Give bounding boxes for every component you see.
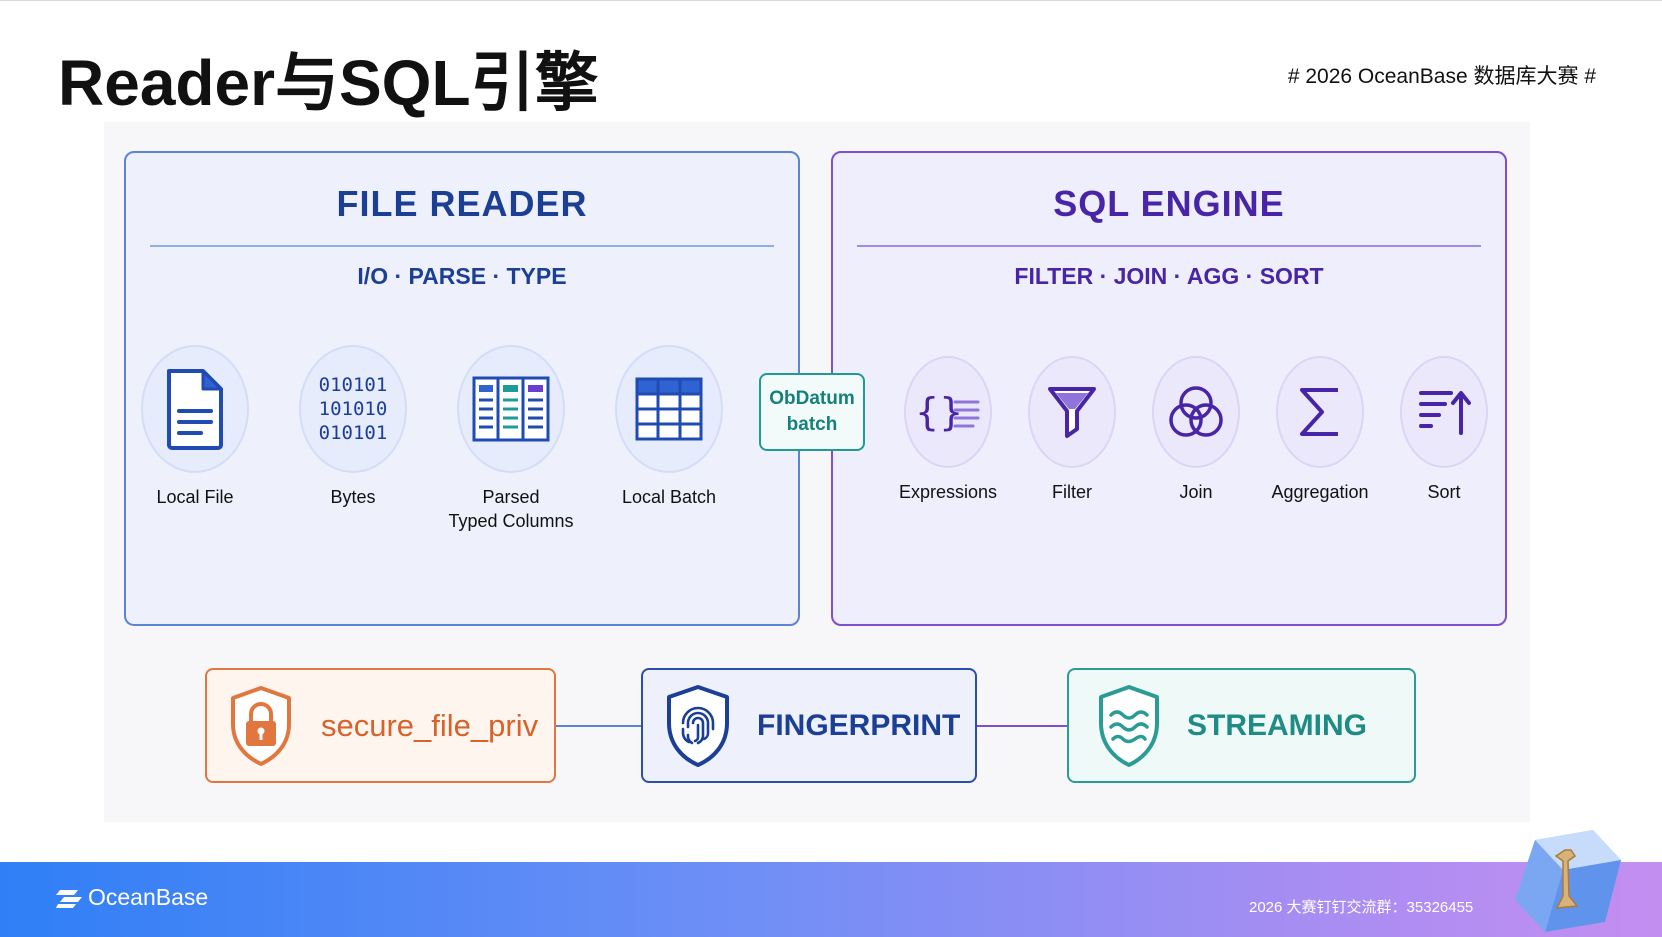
top-rule: [0, 0, 1662, 1]
filter-node: [1028, 356, 1116, 468]
table-grid-icon: [635, 377, 703, 441]
expressions-node: {}: [904, 356, 992, 468]
columns-icon: [472, 376, 550, 442]
obdatum-batch-box: ObDatum batch: [759, 373, 865, 451]
file-reader-divider: [150, 245, 774, 247]
local-file-label: Local File: [156, 487, 234, 507]
sort-icon: [1419, 391, 1471, 435]
binary-icon: 010101 101010 010101: [319, 373, 388, 445]
parsed-label-line2: Typed Columns: [448, 511, 574, 531]
oceanbase-logo-icon: [56, 889, 82, 908]
footer-brand-text: OceanBase: [88, 884, 209, 910]
bits-row-1: 010101: [318, 374, 388, 396]
sql-engine-title: SQL ENGINE: [1053, 183, 1285, 224]
parsed-label-line1: Parsed: [482, 487, 540, 507]
aggregation-label: Aggregation: [1271, 482, 1369, 502]
parsed-label: Parsed Typed Columns: [437, 485, 585, 533]
sql-engine-divider: [857, 245, 1481, 247]
filter-label: Filter: [1052, 482, 1092, 502]
sort-node: [1400, 356, 1488, 468]
footer-brand: OceanBase: [56, 884, 208, 911]
parsed-node: [457, 345, 565, 473]
fingerprint-card: FINGERPRINT: [641, 668, 977, 783]
streaming-card: STREAMING: [1067, 668, 1416, 783]
local-batch-node: [615, 345, 723, 473]
file-reader-title: FILE READER: [336, 183, 588, 224]
slide-title: Reader与SQL引擎: [58, 47, 599, 119]
sort-label: Sort: [1427, 482, 1461, 502]
wave-shield-icon: [1099, 684, 1159, 767]
fingerprint-shield-icon: [667, 684, 729, 767]
sigma-icon: [1300, 388, 1338, 436]
streaming-label: STREAMING: [1187, 708, 1367, 742]
contest-tag: # 2026 OceanBase 数据库大赛 #: [1287, 65, 1596, 88]
funnel-icon: [1048, 387, 1096, 438]
obdatum-batch-line2: batch: [786, 414, 838, 435]
bytes-node: 010101 101010 010101: [299, 345, 407, 473]
trophy-cube-icon: [1515, 830, 1621, 932]
secure-file-priv-card: secure_file_priv: [205, 668, 556, 783]
sql-engine-subtitle: FILTER · JOIN · AGG · SORT: [1014, 263, 1324, 289]
bits-row-2: 101010: [318, 398, 388, 420]
venn-icon: [1169, 386, 1223, 437]
bits-row-3: 010101: [318, 422, 388, 444]
local-file-node: [141, 345, 249, 473]
bytes-label: Bytes: [330, 487, 376, 507]
footer-bar: [0, 862, 1662, 937]
expressions-label: Expressions: [898, 482, 998, 502]
file-reader-subtitle: I/O · PARSE · TYPE: [357, 263, 567, 289]
obdatum-batch-line1: ObDatum: [769, 388, 855, 409]
local-batch-label: Local Batch: [621, 487, 717, 507]
fingerprint-label: FINGERPRINT: [757, 708, 961, 742]
join-node: [1152, 356, 1240, 468]
footer-group-text: 2026 大赛钉钉交流群：35326455: [1249, 899, 1474, 916]
braces-list-icon: {}: [915, 390, 980, 434]
secure-file-priv-label: secure_file_priv: [321, 707, 539, 743]
document-icon: [167, 369, 223, 450]
lock-shield-icon: [231, 685, 291, 766]
join-label: Join: [1179, 482, 1213, 502]
aggregation-node: [1276, 356, 1364, 468]
